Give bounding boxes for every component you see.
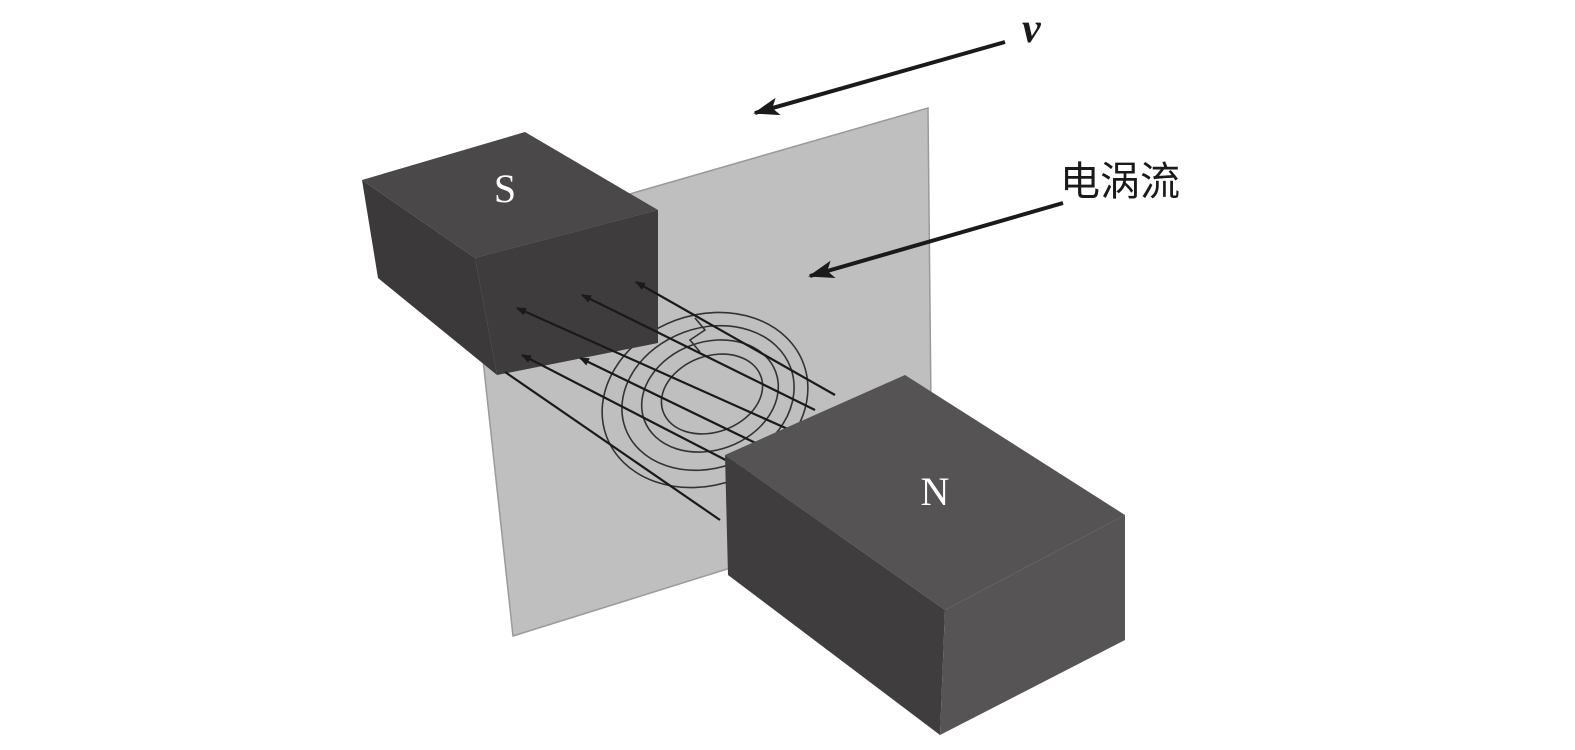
south-pole-label: S: [494, 166, 516, 211]
velocity-arrow: [753, 40, 1006, 116]
eddy-current-pointer-arrow: [808, 201, 1064, 278]
north-pole-label: N: [921, 469, 950, 514]
eddy-current-label: 电涡流: [1060, 159, 1180, 204]
velocity-label: v: [1022, 6, 1042, 52]
magnetic-field-lines: [504, 281, 836, 521]
north-magnet: N: [725, 375, 1125, 735]
south-magnet: S: [362, 132, 658, 375]
